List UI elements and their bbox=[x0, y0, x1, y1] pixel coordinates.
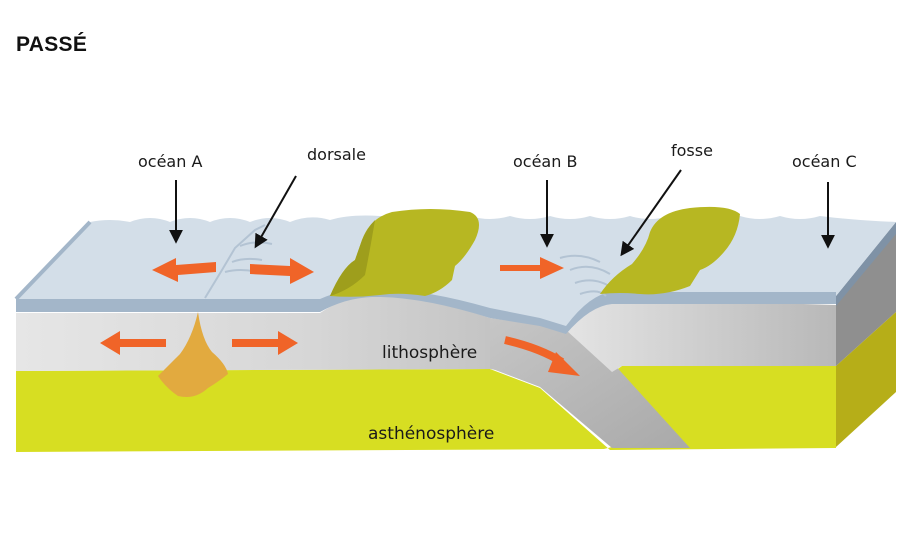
right-face-lithosphere bbox=[836, 232, 896, 366]
continent-right bbox=[600, 206, 740, 295]
pointer-arrows bbox=[169, 169, 835, 257]
subduction-arrow-head bbox=[548, 352, 580, 376]
right-face-water bbox=[836, 222, 896, 306]
label-asthenosphere: asthénosphère bbox=[368, 424, 494, 444]
ocean-back-edge bbox=[14, 220, 92, 301]
label-ocean-a: océan A bbox=[138, 152, 202, 171]
diagram-title: PASSÉ bbox=[16, 33, 88, 56]
lithosphere-right bbox=[566, 298, 836, 372]
right-face-asthenosphere bbox=[836, 312, 896, 447]
label-ocean-b: océan B bbox=[513, 152, 577, 171]
label-ocean-c: océan C bbox=[792, 152, 857, 171]
ocean-front-edge bbox=[16, 288, 836, 334]
magma-plume bbox=[158, 312, 228, 397]
label-lithosphere: lithosphère bbox=[382, 343, 477, 363]
continent-left-shadow bbox=[330, 220, 375, 296]
spreading-arrows bbox=[100, 257, 564, 355]
label-dorsale: dorsale bbox=[307, 145, 366, 164]
label-fosse: fosse bbox=[671, 141, 713, 160]
